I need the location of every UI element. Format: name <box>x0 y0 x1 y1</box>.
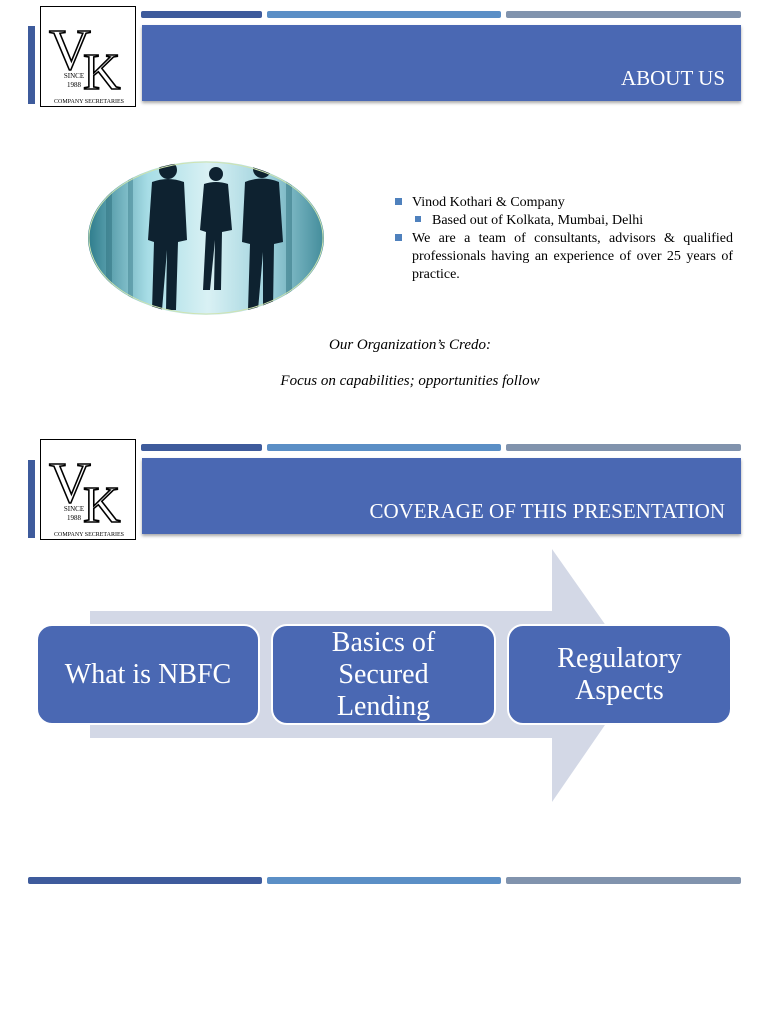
step-label: Regulatory Aspects <box>557 642 682 706</box>
title-bar: COVERAGE OF THIS PRESENTATION <box>142 458 741 534</box>
header-stripe <box>506 11 741 18</box>
about-bullets: Vinod Kothari & Company Based out of Kol… <box>393 194 733 284</box>
logo-year: 1988 <box>67 81 82 89</box>
step-label: What is NBFC <box>64 658 232 690</box>
bullet-text: We are a team of consultants, advisors &… <box>412 231 733 282</box>
square-bullet-icon <box>395 234 402 241</box>
footer-stripe <box>267 877 501 884</box>
header-stripe <box>267 444 501 451</box>
company-logo: V K SINCE 1988 COMPANY SECRETARIES <box>40 6 136 107</box>
header-stripe <box>267 11 501 18</box>
bullet-item: We are a team of consultants, advisors &… <box>393 230 733 284</box>
left-accent-bar <box>28 26 35 104</box>
logo-since: SINCE <box>64 505 84 513</box>
svg-text:K: K <box>83 477 121 534</box>
slide-title: ABOUT US <box>620 66 725 90</box>
bullet-item: Based out of Kolkata, Mumbai, Delhi <box>393 212 733 230</box>
logo-since: SINCE <box>64 72 84 80</box>
step-label: Basics of Secured Lending <box>331 626 436 722</box>
square-bullet-icon <box>395 198 402 205</box>
company-logo: V K SINCE 1988 COMPANY SECRETARIES <box>40 439 136 540</box>
logo-year: 1988 <box>67 514 82 522</box>
bullet-text: Based out of Kolkata, Mumbai, Delhi <box>432 213 644 228</box>
slide-title: COVERAGE OF THIS PRESENTATION <box>369 499 725 523</box>
credo-heading: Our Organization’s Credo: <box>329 337 491 353</box>
business-people-photo <box>88 160 328 315</box>
left-accent-bar <box>28 460 35 538</box>
step-basics-secured-lending: Basics of Secured Lending <box>271 624 496 725</box>
title-bar: ABOUT US <box>142 25 741 101</box>
step-regulatory-aspects: Regulatory Aspects <box>507 624 732 725</box>
slide-coverage: COVERAGE OF THIS PRESENTATION V K SINCE … <box>0 436 768 884</box>
footer-stripe <box>506 877 741 884</box>
logo-tagline: COMPANY SECRETARIES <box>54 99 124 105</box>
svg-text:K: K <box>83 44 121 101</box>
bullet-text: Vinod Kothari & Company <box>412 195 565 210</box>
header-stripe <box>141 11 262 18</box>
slide-about-us: ABOUT US V K SINCE 1988 COMPANY SECRETAR… <box>0 0 768 420</box>
square-bullet-icon <box>415 216 421 222</box>
vk-logo-icon: V K SINCE 1988 COMPANY SECRETARIES <box>48 449 124 538</box>
header-stripe <box>141 444 262 451</box>
header-stripe <box>506 444 741 451</box>
bullet-item: Vinod Kothari & Company <box>393 194 733 212</box>
vk-logo-icon: V K SINCE 1988 COMPANY SECRETARIES <box>48 16 124 105</box>
logo-tagline: COMPANY SECRETARIES <box>54 532 124 538</box>
svg-text:V: V <box>49 450 91 515</box>
svg-text:V: V <box>49 17 91 82</box>
step-what-is-nbfc: What is NBFC <box>36 624 260 725</box>
credo-text: Focus on capabilities; opportunities fol… <box>280 373 540 389</box>
footer-stripe <box>28 877 262 884</box>
